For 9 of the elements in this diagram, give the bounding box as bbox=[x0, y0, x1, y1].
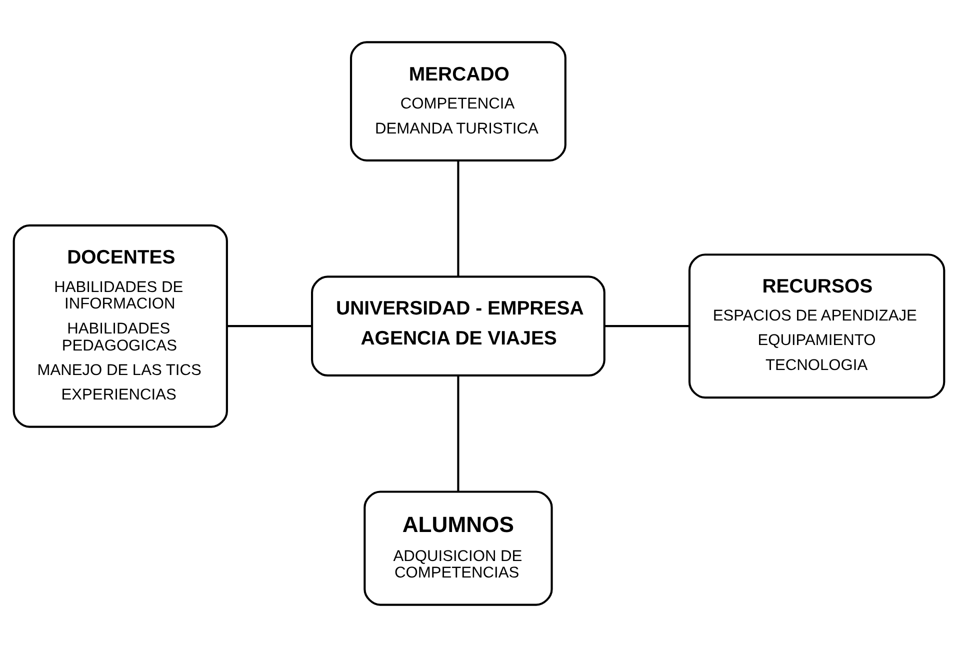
connector bbox=[457, 375, 460, 492]
connector bbox=[604, 324, 690, 327]
node-box: ALUMNOS ADQUISICION DE COMPETENCIAS bbox=[364, 490, 553, 606]
node-box: DOCENTES HABILIDADES DE INFORMACION HABILIDADES PEDAGOGICAS MANEJO DE LAS TICS EXPERIENCIAS bbox=[12, 224, 228, 428]
node-box: RECURSOS ESPACIOS DE APENDIZAJE EQUIPAMIENTO TECNOLOGIA bbox=[688, 253, 946, 398]
node-box: MERCADO COMPETENCIA DEMANDA TURISTICA bbox=[350, 40, 566, 161]
connector bbox=[457, 160, 460, 276]
connector bbox=[226, 324, 312, 327]
node-box: UNIVERSIDAD - EMPRESA AGENCIA DE VIAJES bbox=[311, 275, 606, 376]
